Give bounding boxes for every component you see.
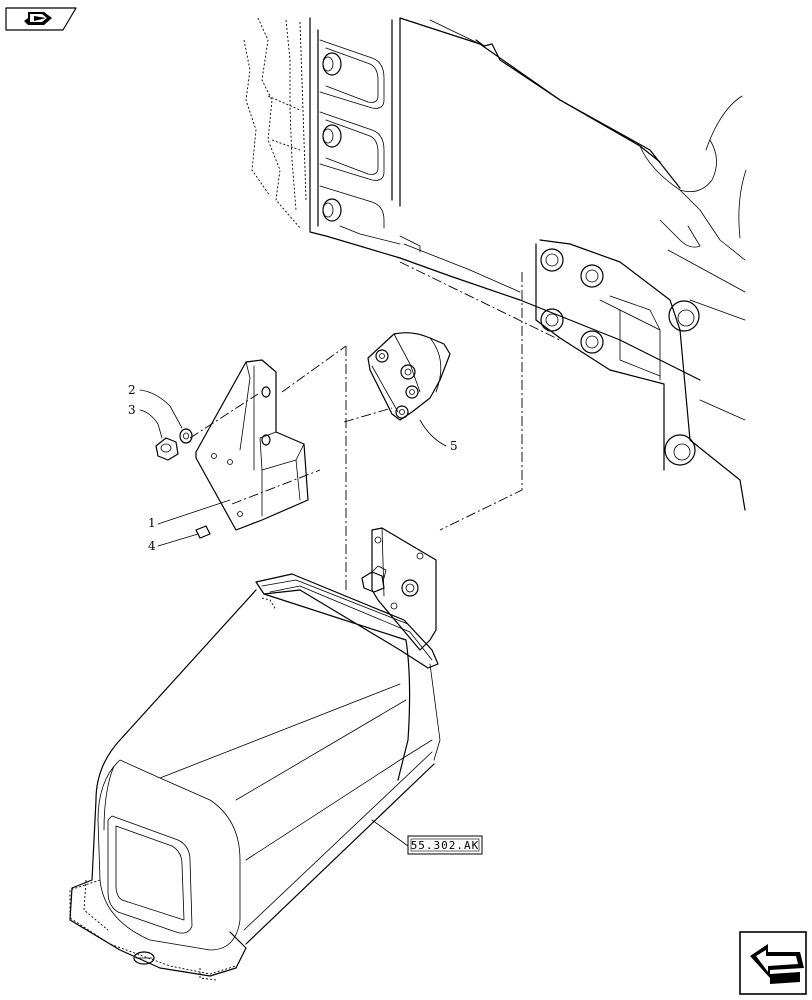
callout-label: 2	[128, 383, 136, 397]
callout-label: 1	[148, 516, 156, 530]
washer-part-2	[179, 428, 193, 444]
reference-code-box[interactable]: 55.302.AK	[407, 835, 483, 855]
screw-part-4	[195, 525, 211, 539]
callout-5[interactable]: 5	[419, 419, 458, 453]
callout-3[interactable]: 3	[128, 403, 163, 439]
frame-bolt	[540, 248, 700, 466]
bracket-part-1	[195, 359, 309, 531]
callout-2[interactable]: 2	[128, 383, 183, 429]
chassis-frame	[243, 17, 747, 590]
callout-1[interactable]: 1	[148, 499, 231, 530]
navigation-arrow-icon[interactable]	[739, 931, 807, 995]
latch-part-5	[367, 332, 451, 421]
support-plate	[361, 527, 437, 651]
callout-label: 5	[450, 439, 458, 453]
callout-4[interactable]: 4	[148, 533, 199, 553]
callout-label: 4	[148, 539, 156, 553]
cover-assembly	[69, 573, 441, 981]
section-book-icon[interactable]	[5, 7, 77, 31]
nut-part-3	[155, 437, 179, 461]
reference-code: 55.302.AK	[411, 839, 480, 852]
callout-label: 3	[128, 403, 136, 417]
